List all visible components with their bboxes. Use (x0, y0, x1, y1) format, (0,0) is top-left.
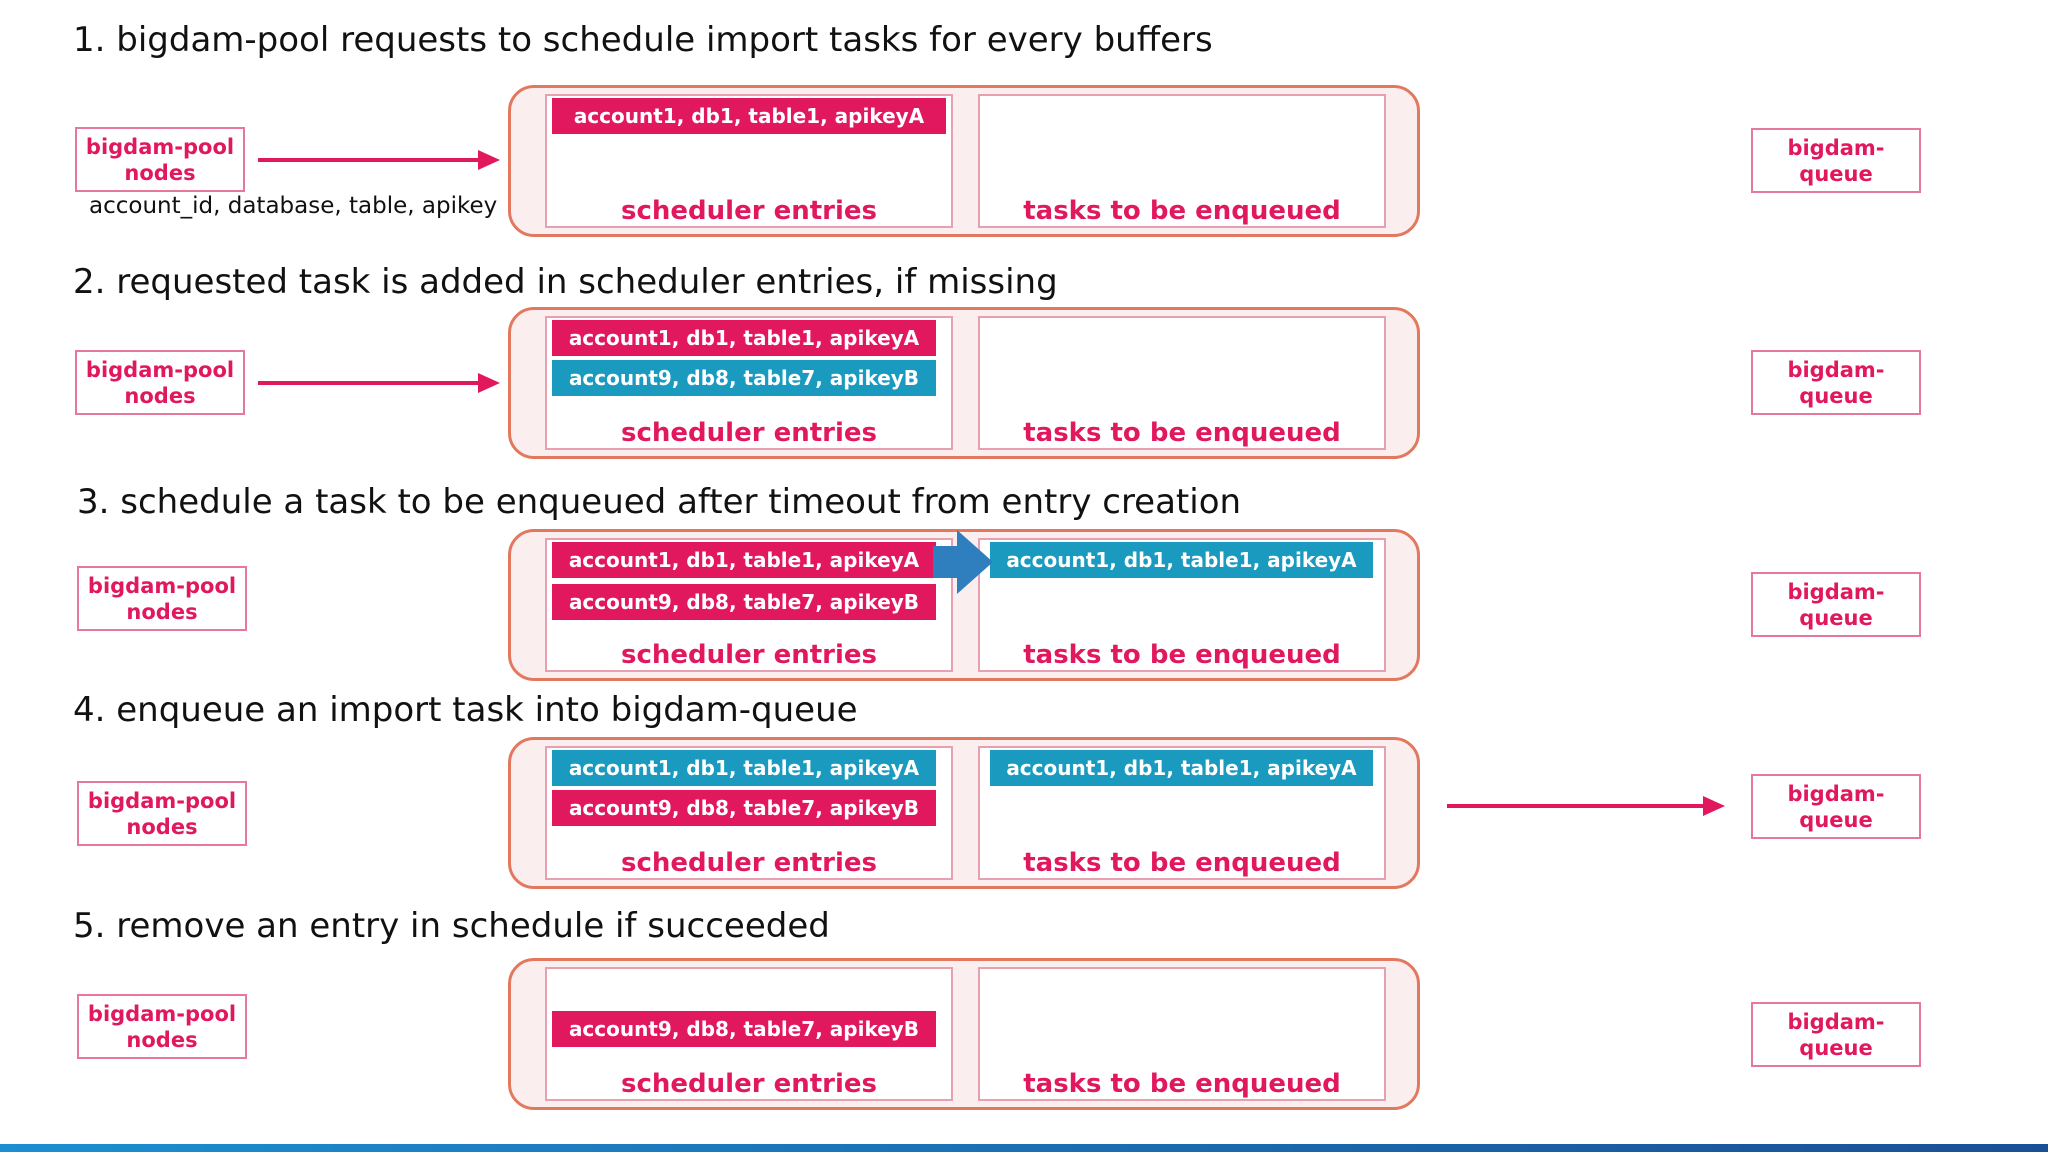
fields-caption: account_id, database, table, apikey (89, 193, 498, 219)
bigdam-queue-label: bigdam-queue (1787, 579, 1885, 630)
bigdam-pool-label: bigdam-pool nodes (87, 573, 237, 624)
step-4-heading: 4. enqueue an import task into bigdam-qu… (73, 690, 858, 730)
scheduler-container: account1, db1, table1, apikeyA account9,… (508, 307, 1420, 459)
entry-account1: account1, db1, table1, apikeyA (552, 320, 936, 356)
bigdam-queue-node: bigdam-queue (1751, 350, 1921, 415)
scheduled-task-account1: account1, db1, table1, apikeyA (990, 542, 1373, 578)
scheduler-entries-panel: account1, db1, table1, apikeyA scheduler… (545, 94, 953, 228)
bigdam-queue-label: bigdam-queue (1787, 357, 1885, 408)
scheduler-container: account9, db8, table7, apikeyB scheduler… (508, 958, 1420, 1110)
tasks-to-be-enqueued-title: tasks to be enqueued (1023, 196, 1341, 226)
scheduler-container: account1, db1, table1, apikeyA account9,… (508, 737, 1420, 889)
entry-account9: account9, db8, table7, apikeyB (552, 360, 936, 396)
scheduler-entries-panel: account1, db1, table1, apikeyA account9,… (545, 538, 953, 672)
bigdam-queue-label: bigdam-queue (1787, 781, 1885, 832)
bigdam-pool-node: bigdam-pool nodes (75, 350, 245, 415)
scheduler-entries-title: scheduler entries (621, 196, 877, 226)
entry-account9: account9, db8, table7, apikeyB (552, 584, 936, 620)
footer-bar (0, 1144, 2048, 1152)
scheduler-entries-panel: account9, db8, table7, apikeyB scheduler… (545, 967, 953, 1101)
bigdam-pool-label: bigdam-pool nodes (87, 788, 237, 839)
bigdam-pool-label: bigdam-pool nodes (85, 357, 235, 408)
bigdam-queue-node: bigdam-queue (1751, 1002, 1921, 1067)
tasks-to-be-enqueued-panel: tasks to be enqueued (978, 967, 1386, 1101)
entry-account9: account9, db8, table7, apikeyB (552, 790, 936, 826)
tasks-to-be-enqueued-title: tasks to be enqueued (1023, 848, 1341, 878)
tasks-to-be-enqueued-panel: tasks to be enqueued (978, 94, 1386, 228)
bigdam-queue-node: bigdam-queue (1751, 572, 1921, 637)
bigdam-queue-label: bigdam-queue (1787, 135, 1885, 186)
scheduler-container: account1, db1, table1, apikeyA account9,… (508, 529, 1420, 681)
step-2-heading: 2. requested task is added in scheduler … (73, 262, 1058, 302)
schedule-move-arrow-icon (933, 530, 993, 594)
entry-account9: account9, db8, table7, apikeyB (552, 1011, 936, 1047)
entry-account1: account1, db1, table1, apikeyA (552, 98, 946, 134)
tasks-to-be-enqueued-panel: account1, db1, table1, apikeyA tasks to … (978, 746, 1386, 880)
scheduler-entries-title: scheduler entries (621, 848, 877, 878)
request-arrow-icon (258, 373, 500, 393)
entry-account1: account1, db1, table1, apikeyA (552, 542, 936, 578)
scheduler-entries-panel: account1, db1, table1, apikeyA account9,… (545, 746, 953, 880)
request-arrow-icon (258, 150, 500, 170)
step-5-heading: 5. remove an entry in schedule if succee… (73, 906, 830, 946)
scheduler-entries-title: scheduler entries (621, 640, 877, 670)
scheduler-entries-title: scheduler entries (621, 1069, 877, 1099)
step-1-heading: 1. bigdam-pool requests to schedule impo… (73, 20, 1213, 60)
bigdam-queue-node: bigdam-queue (1751, 128, 1921, 193)
bigdam-pool-node: bigdam-pool nodes (77, 781, 247, 846)
bigdam-pool-label: bigdam-pool nodes (85, 134, 235, 185)
tasks-to-be-enqueued-panel: account1, db1, table1, apikeyA tasks to … (978, 538, 1386, 672)
enqueue-arrow-icon (1447, 796, 1725, 816)
bigdam-pool-node: bigdam-pool nodes (77, 566, 247, 631)
entry-account1: account1, db1, table1, apikeyA (552, 750, 936, 786)
scheduled-task-account1: account1, db1, table1, apikeyA (990, 750, 1373, 786)
bigdam-pool-label: bigdam-pool nodes (87, 1001, 237, 1052)
tasks-to-be-enqueued-title: tasks to be enqueued (1023, 1069, 1341, 1099)
tasks-to-be-enqueued-title: tasks to be enqueued (1023, 418, 1341, 448)
bigdam-queue-node: bigdam-queue (1751, 774, 1921, 839)
scheduler-container: account1, db1, table1, apikeyA scheduler… (508, 85, 1420, 237)
step-3-heading: 3. schedule a task to be enqueued after … (77, 482, 1242, 522)
scheduler-entries-panel: account1, db1, table1, apikeyA account9,… (545, 316, 953, 450)
tasks-to-be-enqueued-title: tasks to be enqueued (1023, 640, 1341, 670)
tasks-to-be-enqueued-panel: tasks to be enqueued (978, 316, 1386, 450)
bigdam-queue-label: bigdam-queue (1787, 1009, 1885, 1060)
bigdam-pool-node: bigdam-pool nodes (75, 127, 245, 192)
bigdam-pool-node: bigdam-pool nodes (77, 994, 247, 1059)
scheduler-entries-title: scheduler entries (621, 418, 877, 448)
